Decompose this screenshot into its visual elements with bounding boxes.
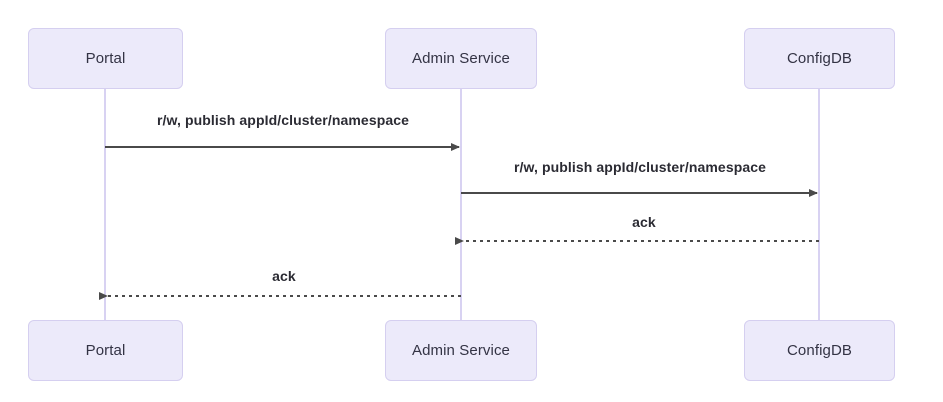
participant-box-portal-bottom[interactable]: Portal bbox=[28, 320, 183, 381]
participant-box-configdb-top[interactable]: ConfigDB bbox=[744, 28, 895, 89]
participant-box-portal-top[interactable]: Portal bbox=[28, 28, 183, 89]
lifelines-group bbox=[104, 88, 820, 320]
participant-label-admin-service-bottom: Admin Service bbox=[411, 342, 510, 359]
participant-box-admin-service-bottom[interactable]: Admin Service bbox=[385, 320, 537, 381]
participant-box-admin-service-top[interactable]: Admin Service bbox=[385, 28, 537, 89]
participant-label-portal-top: Portal bbox=[85, 50, 126, 67]
message-label-1: r/w, publish appId/cluster/namespace bbox=[156, 112, 410, 128]
participant-label-configdb-bottom: ConfigDB bbox=[787, 342, 852, 359]
participant-label-portal-bottom: Portal bbox=[85, 342, 126, 359]
message-label-4: ack bbox=[272, 268, 296, 284]
participant-label-configdb-top: ConfigDB bbox=[787, 50, 852, 67]
participant-box-configdb-bottom[interactable]: ConfigDB bbox=[744, 320, 895, 381]
message-label-2: r/w, publish appId/cluster/namespace bbox=[513, 159, 767, 175]
message-label-3: ack bbox=[632, 214, 656, 230]
participant-label-admin-service-top: Admin Service bbox=[411, 50, 510, 67]
